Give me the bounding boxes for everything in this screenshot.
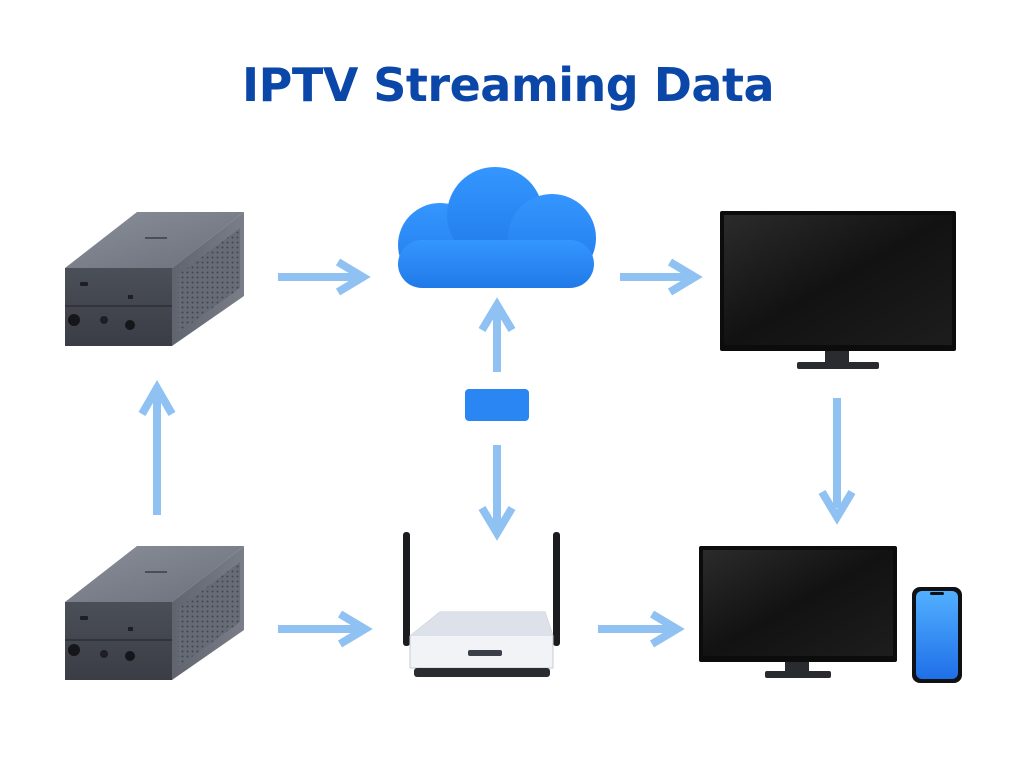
cloud-icon <box>398 167 596 288</box>
arrow-box-bottom-to-router <box>278 610 373 648</box>
wifi-router-icon <box>403 532 560 677</box>
data-packet-icon <box>465 389 529 421</box>
set-top-box-icon <box>65 546 244 680</box>
tv-icon <box>720 211 956 369</box>
arrow-box-bottom-to-box-top <box>138 379 176 515</box>
diagram-title: IPTV Streaming Data <box>241 58 775 112</box>
arrow-router-to-tv-bottom <box>598 610 685 648</box>
arrow-packet-to-cloud <box>478 297 516 372</box>
arrow-tv-top-to-tv-bottom <box>818 398 856 525</box>
smartphone-icon <box>912 587 962 683</box>
arrow-cloud-to-tv <box>620 258 703 296</box>
arrow-box-to-cloud <box>278 258 371 296</box>
arrow-packet-to-router <box>478 445 516 541</box>
set-top-box-icon <box>65 212 244 346</box>
tv-icon <box>699 546 897 678</box>
